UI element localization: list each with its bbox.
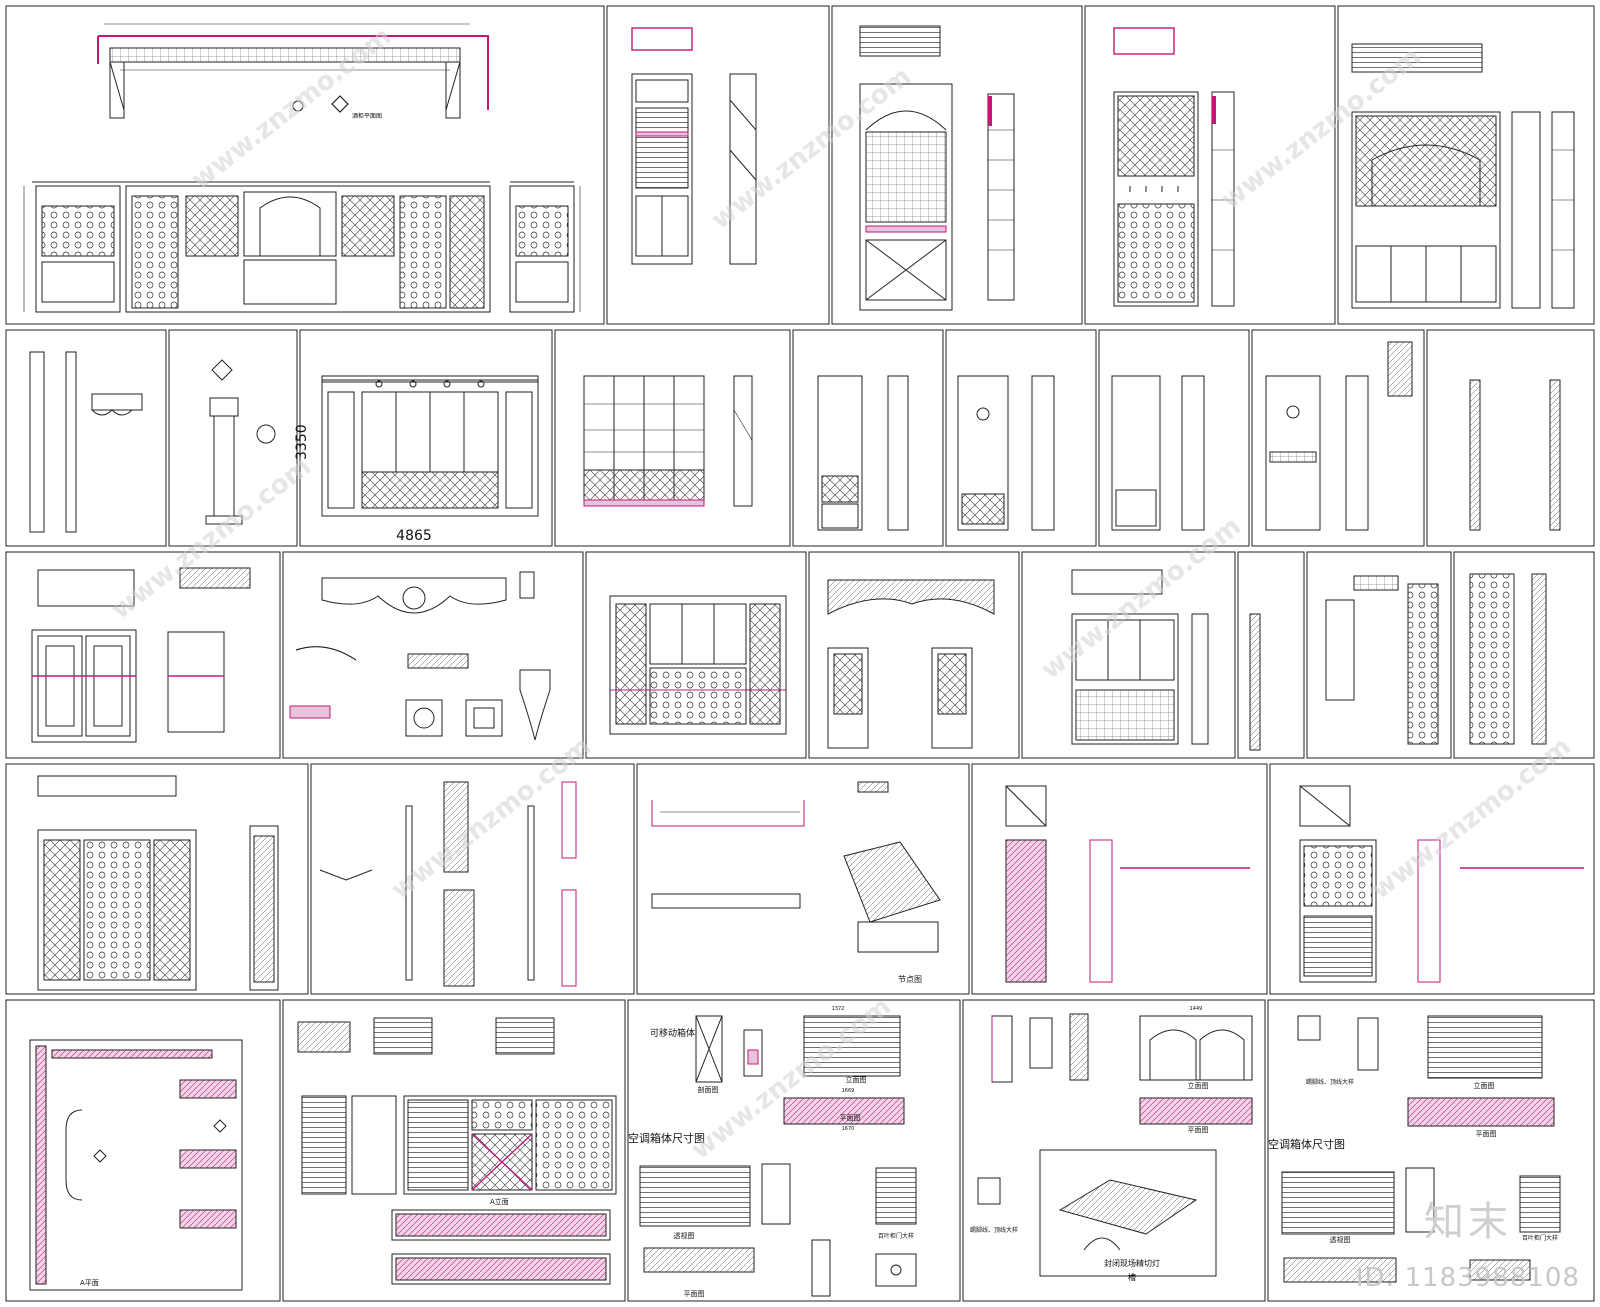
a-plan-label: A平面 bbox=[80, 1279, 99, 1287]
panel-frames bbox=[5, 5, 1595, 1302]
dim-1372: 1372 bbox=[832, 1006, 845, 1012]
pilaster-details bbox=[319, 781, 577, 987]
ac-box-title-1: 空调箱体尺寸图 bbox=[628, 1131, 705, 1145]
id-label: ID: 1183988108 bbox=[1355, 1263, 1580, 1293]
cabinet-elevation-a bbox=[631, 27, 757, 265]
watermark-4: www.znzmo.com bbox=[106, 452, 317, 626]
plan-label-4: 平面图 bbox=[1476, 1130, 1497, 1138]
perspective-label-2: 透视图 bbox=[1330, 1235, 1351, 1244]
node-title: 节点图 bbox=[898, 975, 922, 984]
a-elevation-drawings bbox=[297, 1017, 617, 1285]
dim-1449: 1449 bbox=[1190, 1006, 1203, 1012]
section-label-1: 剖面图 bbox=[698, 1085, 719, 1094]
slot-label: 槽 bbox=[1128, 1272, 1136, 1282]
cabinet-box-drawings-right bbox=[977, 1013, 1253, 1277]
a-elevation-label: A立面 bbox=[490, 1197, 509, 1206]
perspective-label-1: 透视图 bbox=[674, 1231, 695, 1240]
cabinet-elevation-d bbox=[1351, 43, 1575, 309]
watermark-5: www.znzmo.com bbox=[1036, 512, 1247, 686]
cabinet-elevation-b bbox=[859, 25, 1015, 311]
brand-logo: 知末 bbox=[1424, 1199, 1512, 1245]
plan-title: 酒柜平面图 bbox=[352, 112, 382, 120]
kickline-label-1: 踢脚线、顶线大样 bbox=[970, 1226, 1018, 1234]
dim-3350: 3350 bbox=[294, 424, 310, 460]
plan-label-1: 平面图 bbox=[840, 1114, 861, 1122]
carved-cabinet-elevation bbox=[1071, 569, 1261, 751]
long-elevation-drawing bbox=[23, 181, 581, 313]
elevation-label-3: 立面图 bbox=[1474, 1081, 1495, 1090]
screen-panels bbox=[1325, 573, 1547, 745]
shelf-section-row4-a bbox=[1005, 785, 1250, 983]
movable-box-title: 可移动箱体 bbox=[650, 1027, 695, 1039]
display-cabinet-elevation bbox=[583, 375, 753, 507]
ac-box-drawings-right bbox=[1281, 1015, 1561, 1283]
wine-room-layout-plan bbox=[29, 1039, 243, 1291]
cabinet-elevation-c bbox=[1113, 27, 1235, 307]
kickline-label-2: 踢脚线、顶线大样 bbox=[1306, 1078, 1354, 1086]
narrow-cabinets-row2 bbox=[817, 341, 1561, 531]
arch-and-doors bbox=[827, 579, 995, 749]
column-details bbox=[29, 351, 276, 533]
louver-detail-label-1: 百叶柜门大样 bbox=[878, 1232, 914, 1240]
shelf-section-row4-b bbox=[1299, 785, 1584, 983]
movable-box-drawings bbox=[639, 1015, 917, 1297]
louver-detail-label-2: 百叶柜门大样 bbox=[1522, 1234, 1558, 1242]
topline-details bbox=[651, 781, 941, 953]
door-panel-detail bbox=[31, 567, 251, 743]
moulding-details bbox=[289, 571, 551, 741]
wine-room-plan-drawing bbox=[97, 23, 489, 119]
plan-label-3: 平面图 bbox=[1188, 1126, 1209, 1134]
plan-label-2: 平面图 bbox=[684, 1290, 705, 1298]
tall-cabinet-elevation-row3 bbox=[609, 595, 787, 735]
dim-1669: 1669 bbox=[842, 1088, 855, 1094]
dim-4865: 4865 bbox=[396, 528, 432, 544]
elevation-label-1: 立面图 bbox=[846, 1075, 867, 1084]
sealed-light-label: 封闭现场精切灯 bbox=[1104, 1258, 1160, 1268]
bookcase-elevation bbox=[321, 375, 539, 517]
ac-box-title-2: 空调箱体尺寸图 bbox=[1268, 1137, 1345, 1151]
elevation-label-2: 立面图 bbox=[1188, 1081, 1209, 1090]
dim-1670: 1670 bbox=[842, 1126, 855, 1132]
wine-rack-elevation bbox=[37, 775, 279, 991]
